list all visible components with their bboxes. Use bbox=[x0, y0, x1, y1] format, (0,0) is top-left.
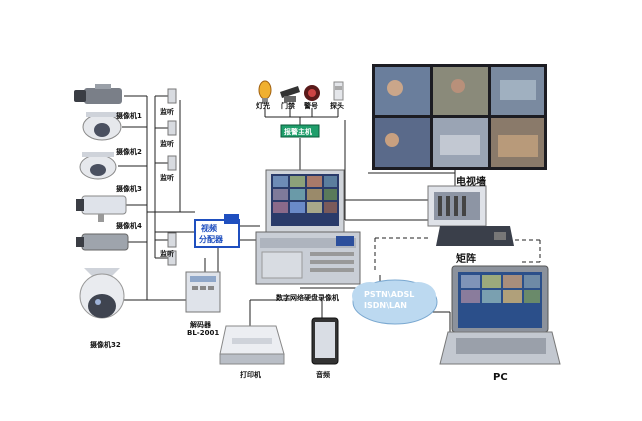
door-label: 门禁 bbox=[281, 102, 295, 110]
pc-label: PC bbox=[493, 372, 508, 383]
camera-2-label: 摄像机2 bbox=[116, 148, 142, 156]
alarm-host-box bbox=[280, 124, 320, 138]
camera-32-label: 摄像机32 bbox=[90, 341, 121, 349]
siren-label: 警号 bbox=[304, 102, 318, 110]
camera-2-icon bbox=[82, 112, 122, 141]
network-label-line1: PSTN\ADSL bbox=[364, 290, 415, 299]
light-icon bbox=[258, 80, 272, 104]
camera-1-icon bbox=[74, 84, 122, 104]
network-label-line2: ISDN\LAN bbox=[364, 301, 407, 310]
door-access-icon bbox=[280, 86, 300, 102]
decoder-label-line2: BL-2001 bbox=[187, 329, 220, 337]
splitter-label-line2: 分配器 bbox=[199, 235, 223, 244]
decoder-icon bbox=[185, 271, 221, 313]
probe-label: 探头 bbox=[330, 102, 344, 110]
video-wall-icon bbox=[372, 64, 547, 170]
listen-3-label: 监听 bbox=[160, 174, 174, 182]
listen-device-icons bbox=[167, 88, 177, 266]
camera-3-label: 摄像机3 bbox=[116, 185, 142, 193]
dashed-lines bbox=[374, 237, 541, 270]
decoder-label-line1: 解码器 bbox=[190, 321, 211, 329]
camera-1-label: 摄像机1 bbox=[116, 112, 142, 120]
probe-sensor-icon bbox=[333, 81, 344, 101]
listen-1-label: 监听 bbox=[160, 108, 174, 116]
camera-4-label: 摄像机4 bbox=[116, 222, 142, 230]
dvr-monitor-icon bbox=[265, 169, 345, 233]
printer-label: 打印机 bbox=[240, 371, 261, 379]
audio-phone-icon bbox=[311, 317, 339, 365]
listen-4-label: 监听 bbox=[160, 250, 174, 258]
video-wall-label: 电视墙 bbox=[456, 177, 486, 188]
connection-lines bbox=[118, 95, 456, 335]
camera-3-icon bbox=[79, 152, 117, 180]
listen-2-label: 监听 bbox=[160, 140, 174, 148]
alarm-host-label: 报警主机 bbox=[284, 128, 312, 136]
light-label: 灯光 bbox=[256, 102, 270, 110]
audio-label: 音频 bbox=[316, 371, 330, 379]
splitter-label-line1: 视频 bbox=[201, 224, 217, 233]
matrix-icon bbox=[427, 185, 514, 246]
dvr-recorder-icon bbox=[255, 231, 361, 285]
camera-5-icon bbox=[76, 233, 129, 251]
printer-icon bbox=[219, 325, 285, 365]
dvr-label: 数字网络硬盘录像机 bbox=[276, 294, 339, 302]
matrix-label: 矩阵 bbox=[456, 254, 476, 265]
pc-laptop-icon bbox=[439, 265, 561, 365]
network-cloud-icon bbox=[352, 279, 438, 325]
video-splitter-box bbox=[194, 214, 240, 248]
camera-32-icon bbox=[79, 268, 125, 319]
siren-icon bbox=[304, 85, 320, 101]
camera-4-icon bbox=[76, 195, 127, 222]
